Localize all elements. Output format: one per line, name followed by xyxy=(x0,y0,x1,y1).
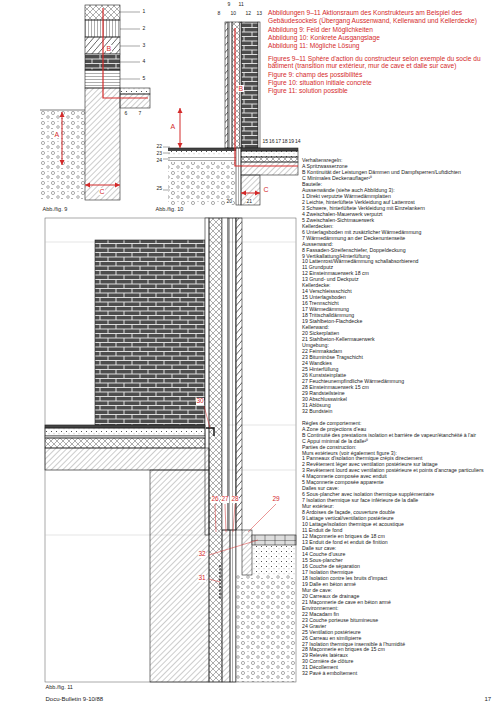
callout-number: 6 xyxy=(124,111,128,116)
callout-number: A xyxy=(170,123,176,130)
callout-number: 20 xyxy=(226,199,233,204)
callout-number: C xyxy=(99,188,105,195)
legend-line: 19 Stahlbeton-Flachdecke xyxy=(302,319,494,325)
figure-caption: Figure 11: solution possible xyxy=(268,87,494,95)
callout-number: 32 xyxy=(198,551,206,558)
callout-number: 23 xyxy=(156,151,163,156)
callout-number: Abb./fig. 9 xyxy=(42,207,68,213)
callout-number: Abb./fig. 10 xyxy=(155,207,184,213)
callout-number: 17 xyxy=(484,696,492,702)
figure-caption: Figure 9: champ des possibilités xyxy=(268,71,494,79)
callout-number: 22 xyxy=(156,144,163,149)
legend-line: 21 Stahlbeton-Kellermauerwerk xyxy=(302,337,494,343)
callout-number: 8 xyxy=(217,11,221,16)
callout-number: 2 xyxy=(142,26,146,31)
callout-number: A xyxy=(54,131,60,138)
callout-number: 26 xyxy=(211,496,219,503)
callout-number: C xyxy=(263,186,269,193)
legend-line: 23 Couche porteuse bitumineuse xyxy=(302,618,494,624)
figure-11 xyxy=(45,218,296,682)
callout-number: 28 xyxy=(231,496,239,503)
callout-number: 21 xyxy=(246,199,253,204)
figure-caption: Figure 10: situation initiale concrète xyxy=(268,79,494,87)
callout-number: Abb./fig. 11 xyxy=(45,685,73,691)
figure-caption: Abbildung 9: Feld der Möglichkeiten xyxy=(268,26,494,34)
callout-number: Docu-Bulletin 9-10/88 xyxy=(45,696,104,702)
legend-column: Verhaltensregeln:A SpritzwasserzoneB Kon… xyxy=(302,158,494,677)
callout-number: 11 xyxy=(238,2,244,7)
figure-10 xyxy=(163,22,298,205)
callout-number: 4 xyxy=(142,59,146,64)
callout-number: 27 xyxy=(221,496,229,503)
callout-number: 3 xyxy=(142,43,146,48)
figure-caption: Abbildung 11: Mögliche Lösung xyxy=(268,42,494,50)
callout-number: B xyxy=(106,45,112,52)
callout-number: 9 xyxy=(227,2,231,7)
legend-line: 13 Grund- und Deckputz xyxy=(302,277,494,283)
caption-column: Abbildungen 9–11 Aktionsraum des Konstru… xyxy=(268,9,494,95)
callout-number: 7 xyxy=(138,111,142,116)
callout-number: 13 xyxy=(256,11,263,16)
callout-number: 30 xyxy=(196,398,204,405)
callout-number: 14 xyxy=(295,139,302,144)
figure-caption: Figures 9–11 Sphère d'action du construc… xyxy=(268,55,494,71)
callout-number: 10 xyxy=(230,11,237,16)
figure-heading: Abbildungen 9–11 Aktionsraum des Konstru… xyxy=(268,9,494,25)
legend-line: 32 Pavé à emboîtement xyxy=(302,671,494,677)
callout-number: 31 xyxy=(198,575,206,582)
figure-caption: Abbildung 10: Konkrete Ausgangslage xyxy=(268,34,494,42)
callout-number: 5 xyxy=(142,76,146,81)
callout-number: 24 xyxy=(156,158,163,163)
callout-number: 29 xyxy=(272,496,280,503)
callout-number: 25 xyxy=(156,186,163,191)
callout-number: B xyxy=(238,85,244,92)
legend-line: 30 Abschlusswinkel xyxy=(302,397,494,403)
callout-number: 1 xyxy=(142,9,146,14)
figure-9 xyxy=(40,5,150,200)
callout-number: 12 xyxy=(245,11,252,16)
legend-line: 32 Bundstein xyxy=(302,409,494,415)
legend-line: C Minimales Deckenauflager¹⁰ xyxy=(302,176,494,182)
